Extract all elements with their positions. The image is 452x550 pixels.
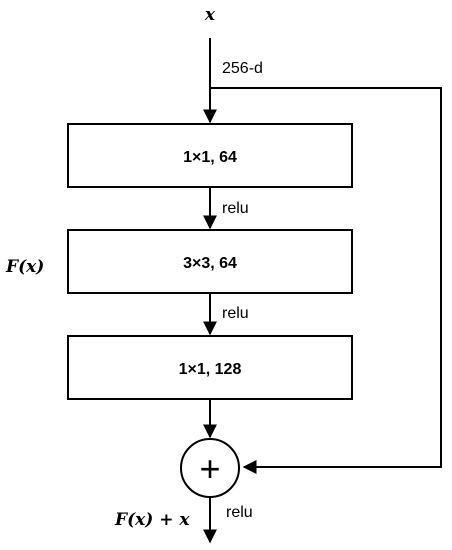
branch-label: F(x) xyxy=(5,257,44,277)
output-activation-label: relu xyxy=(226,504,253,521)
plus-icon: + xyxy=(199,448,220,489)
activation-label-2: relu xyxy=(222,305,249,322)
skip-connection-arrow xyxy=(210,87,442,474)
conv-block-3 xyxy=(67,335,353,400)
conv-block-1-label: 1×1, 64 xyxy=(183,149,237,166)
output-label: F(x) + x xyxy=(114,510,190,530)
conv-block-1 xyxy=(67,123,353,188)
dimension-label: 256-d xyxy=(222,60,263,77)
input-label: x xyxy=(204,5,216,25)
conv-block-2-label: 3×3, 64 xyxy=(183,255,237,272)
conv-block-2 xyxy=(67,229,353,294)
activation-label-1: relu xyxy=(222,200,249,217)
conv-block-3-label: 1×1, 128 xyxy=(179,361,242,378)
